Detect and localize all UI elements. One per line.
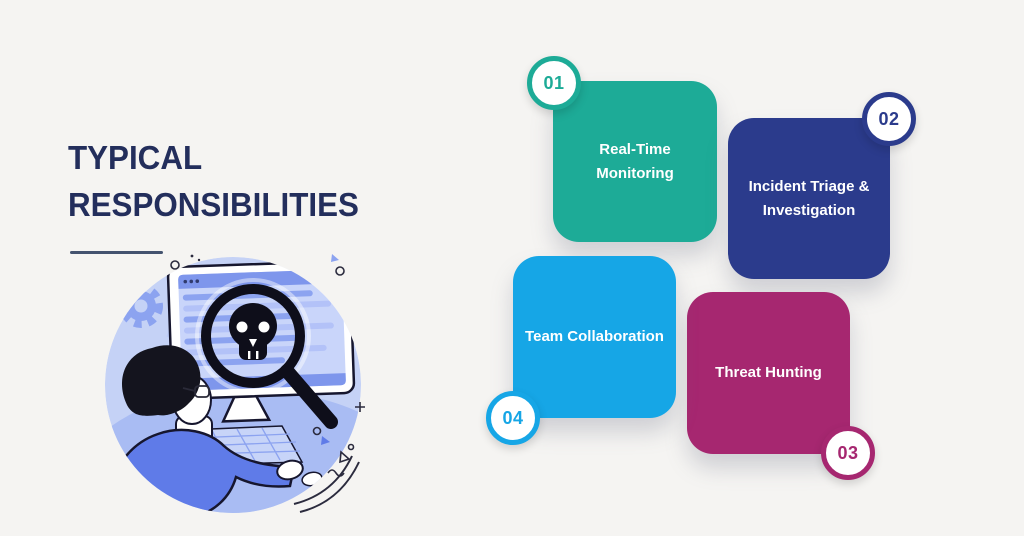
card-label: Team Collaboration xyxy=(525,328,664,346)
left-arm-sleeve xyxy=(105,444,136,513)
badge-03: 03 xyxy=(821,426,875,480)
magnifier-icon xyxy=(195,278,338,429)
badge-02: 02 xyxy=(862,92,916,146)
analyst-malware-illustration xyxy=(105,254,365,513)
card-team-collaboration: Team Collaboration xyxy=(513,256,676,418)
card-threat-hunting: Threat Hunting xyxy=(687,292,850,454)
badge-01: 01 xyxy=(527,56,581,110)
page-title: TYPICAL RESPONSIBILITIES xyxy=(68,139,359,223)
badge-04: 04 xyxy=(486,391,540,445)
card-label: Real-Time Monitoring xyxy=(596,141,674,182)
card-label: Incident Triage & Investigation xyxy=(748,178,870,219)
badge-number: 04 xyxy=(502,407,524,428)
skull-icon xyxy=(229,303,277,360)
hand xyxy=(276,459,304,481)
card-incident-triage-investigation: Incident Triage & Investigation xyxy=(728,118,890,279)
glasses-icon xyxy=(182,385,210,398)
badge-number: 02 xyxy=(878,108,900,129)
badge-number: 01 xyxy=(543,72,565,93)
card-label: Threat Hunting xyxy=(715,364,822,382)
decorations xyxy=(170,254,365,513)
card-real-time-monitoring: Real-Time Monitoring xyxy=(553,81,717,242)
badge-number: 03 xyxy=(837,442,859,463)
hair xyxy=(121,345,201,416)
title-underline xyxy=(70,251,163,254)
gear-icon-small xyxy=(119,284,163,328)
